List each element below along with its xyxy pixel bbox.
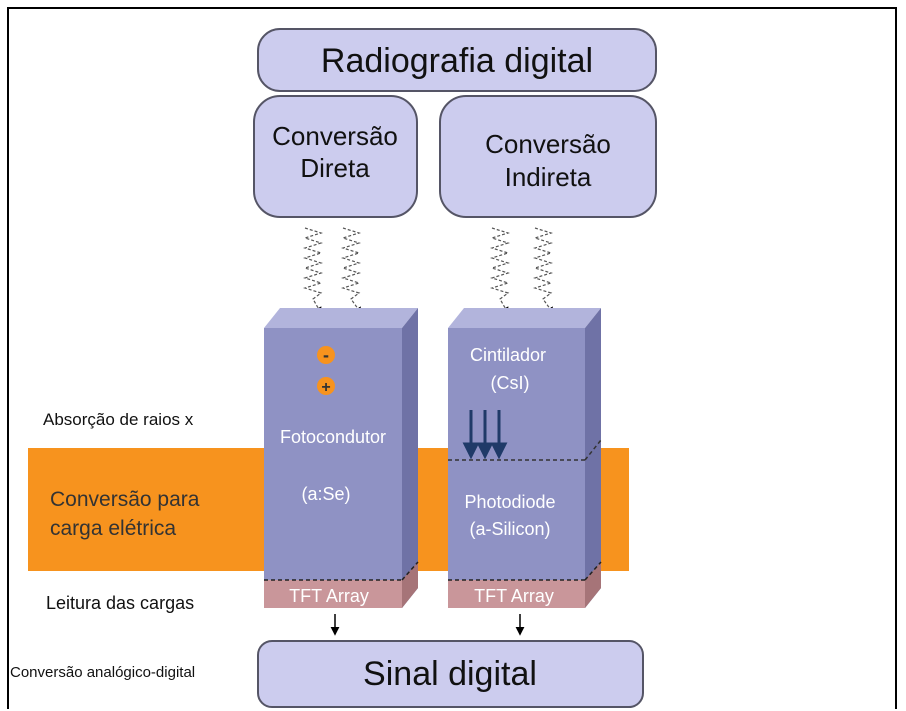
indirect-tft-front xyxy=(448,580,585,608)
stage-conversion-line1: Conversão para xyxy=(50,488,200,511)
direct-block-front xyxy=(264,328,402,580)
direct-conversion-line2: Direta xyxy=(300,153,370,183)
photodiode-formula: (a-Silicon) xyxy=(469,519,550,539)
negative-charge-symbol: - xyxy=(323,345,329,365)
x-ray-wave-1 xyxy=(302,227,324,315)
indirect-tft-label: TFT Array xyxy=(474,586,554,606)
indirect-tft-side xyxy=(585,562,601,608)
stage-adc: Conversão analógico-digital xyxy=(10,664,195,681)
direct-conversion-box xyxy=(253,95,418,218)
x-ray-wave-4 xyxy=(532,227,554,315)
stage-readout: Leitura das cargas xyxy=(46,593,194,613)
direct-tft-front xyxy=(264,580,402,608)
scintillator-label: Cintilador xyxy=(470,345,546,365)
indirect-block-side xyxy=(585,308,601,608)
direct-tft-side xyxy=(402,562,418,608)
stage-absorption: Absorção de raios x xyxy=(43,410,194,429)
photodiode-label: Photodiode xyxy=(464,492,555,512)
direct-detector-block xyxy=(264,308,419,608)
x-ray-wave-2 xyxy=(340,227,362,315)
x-ray-waves xyxy=(302,227,554,315)
title-text: Radiografia digital xyxy=(321,42,593,80)
stage-conversion-line2: carga elétrica xyxy=(50,517,176,540)
output-text: Sinal digital xyxy=(363,655,537,693)
positive-charge-symbol: + xyxy=(321,379,330,396)
negative-charge-icon xyxy=(317,346,335,364)
indirect-conversion-line2: Indireta xyxy=(505,162,592,192)
indirect-conversion-line1: Conversão xyxy=(485,129,611,159)
direct-block-top xyxy=(264,308,418,328)
x-ray-wave-3 xyxy=(489,227,511,315)
light-arrows xyxy=(462,410,508,460)
output-arrows xyxy=(330,614,525,636)
scintillator-formula: (CsI) xyxy=(491,373,530,393)
output-box xyxy=(257,640,644,708)
figure-frame xyxy=(7,7,897,709)
photoconductor-label: Fotocondutor xyxy=(280,427,386,447)
indirect-block-top xyxy=(448,308,601,328)
direct-tft-label: TFT Array xyxy=(289,586,369,606)
indirect-conversion-box xyxy=(439,95,657,218)
photoconductor-formula: (a:Se) xyxy=(301,484,350,504)
title-box xyxy=(257,28,657,92)
positive-charge-icon xyxy=(317,377,335,395)
direct-block-side xyxy=(402,308,418,608)
direct-conversion-line1: Conversão xyxy=(272,121,398,151)
